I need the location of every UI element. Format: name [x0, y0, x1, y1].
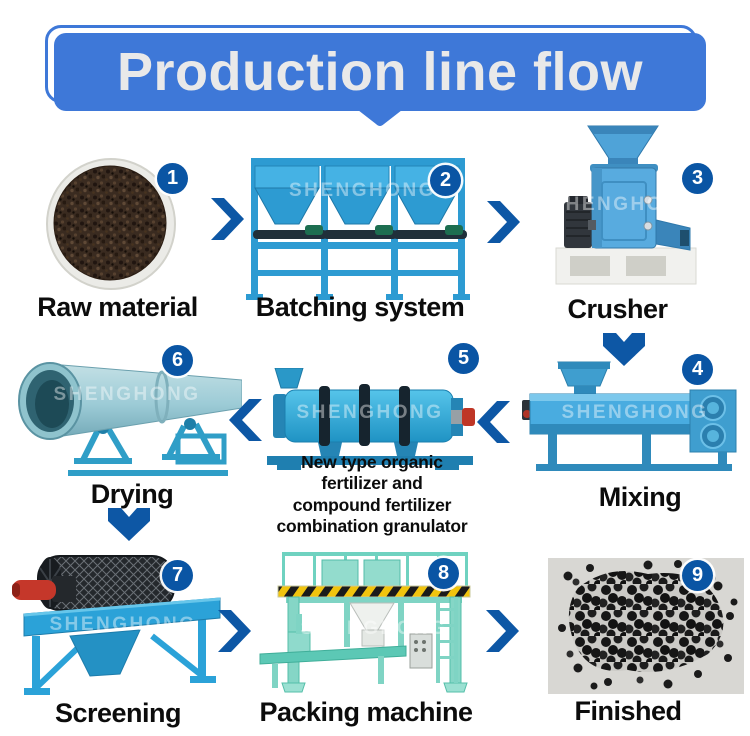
step-label: Crusher: [567, 294, 668, 324]
step-number: 8: [437, 562, 450, 584]
step-label: Screening: [54, 698, 182, 728]
step-label: Batching system: [255, 292, 465, 322]
step-number-badge: 1: [157, 163, 188, 194]
flow-arrow-3-4: [603, 333, 645, 366]
step-label-line: compound fertilizer: [292, 494, 452, 515]
step-number: 7: [171, 564, 184, 586]
step-raw-material: [40, 155, 185, 295]
flow-arrow-1-2: [211, 198, 244, 240]
step-number: 3: [691, 167, 704, 189]
step-number-badge: 3: [682, 163, 713, 194]
screening-machine-illustration: [12, 555, 221, 695]
arrow-left-icon: [229, 399, 262, 441]
step-drying: SHENGHONG: [12, 348, 242, 480]
step-label-line: combination granulator: [276, 516, 468, 537]
step-number-badge: 5: [448, 343, 479, 374]
step-label: Packing machine: [259, 697, 473, 727]
crusher-illustration: [555, 125, 697, 285]
page-title: Production line flow: [117, 42, 643, 102]
step-number: 1: [166, 167, 179, 189]
step-screening: SHENGHONG: [12, 552, 234, 698]
flow-arrow-6-7: [108, 508, 150, 541]
drying-drum-illustration: [18, 362, 242, 476]
step-number-badge: 2: [430, 165, 461, 196]
flow-arrow-7-8: [218, 610, 251, 652]
arrow-right-icon: [218, 610, 251, 652]
arrow-down-icon: [108, 508, 150, 541]
step-label-line: fertilizer and: [321, 473, 423, 494]
arrow-right-icon: [486, 610, 519, 652]
title-banner: Production line flow: [54, 33, 706, 111]
flow-arrow-5-6: [229, 399, 262, 441]
step-number: 6: [171, 349, 184, 371]
step-number: 2: [439, 169, 452, 191]
step-finished: [548, 558, 744, 694]
step-number-badge: 6: [162, 345, 193, 376]
mixing-machine-illustration: [522, 361, 737, 471]
flow-arrow-4-5: [477, 401, 510, 443]
banner-tail-pointer: [358, 110, 402, 128]
finished-product-photo: [548, 558, 744, 694]
step-number: 5: [457, 347, 470, 369]
step-label-line: New type organic: [301, 452, 443, 472]
step-number: 4: [691, 358, 704, 380]
batching-system-illustration: [246, 158, 470, 300]
step-label: Drying: [90, 479, 174, 509]
arrow-left-icon: [477, 401, 510, 443]
step-number-badge: 4: [682, 354, 713, 385]
step-crusher: SHENGHONG: [540, 124, 708, 296]
step-number-badge: 7: [162, 560, 193, 591]
raw-material-photo: [46, 158, 176, 290]
arrow-right-icon: [211, 198, 244, 240]
granulator-illustration: [267, 368, 475, 470]
step-number: 9: [691, 564, 704, 586]
step-number-badge: 8: [428, 558, 459, 589]
flow-arrow-2-3: [487, 201, 520, 243]
step-mixing: SHENGHONG: [522, 360, 748, 478]
flow-arrow-8-9: [486, 610, 519, 652]
step-label: Finished: [574, 696, 682, 726]
arrow-down-icon: [603, 333, 645, 366]
step-label: Mixing: [598, 482, 682, 512]
packing-machine-illustration: [259, 552, 471, 693]
step-label: Raw material: [37, 292, 198, 322]
step-label: New type organic fertilizer and compound…: [258, 452, 486, 537]
step-number-badge: 9: [682, 560, 713, 591]
step-batching-system: SHENGHONG: [245, 152, 480, 302]
arrow-right-icon: [487, 201, 520, 243]
